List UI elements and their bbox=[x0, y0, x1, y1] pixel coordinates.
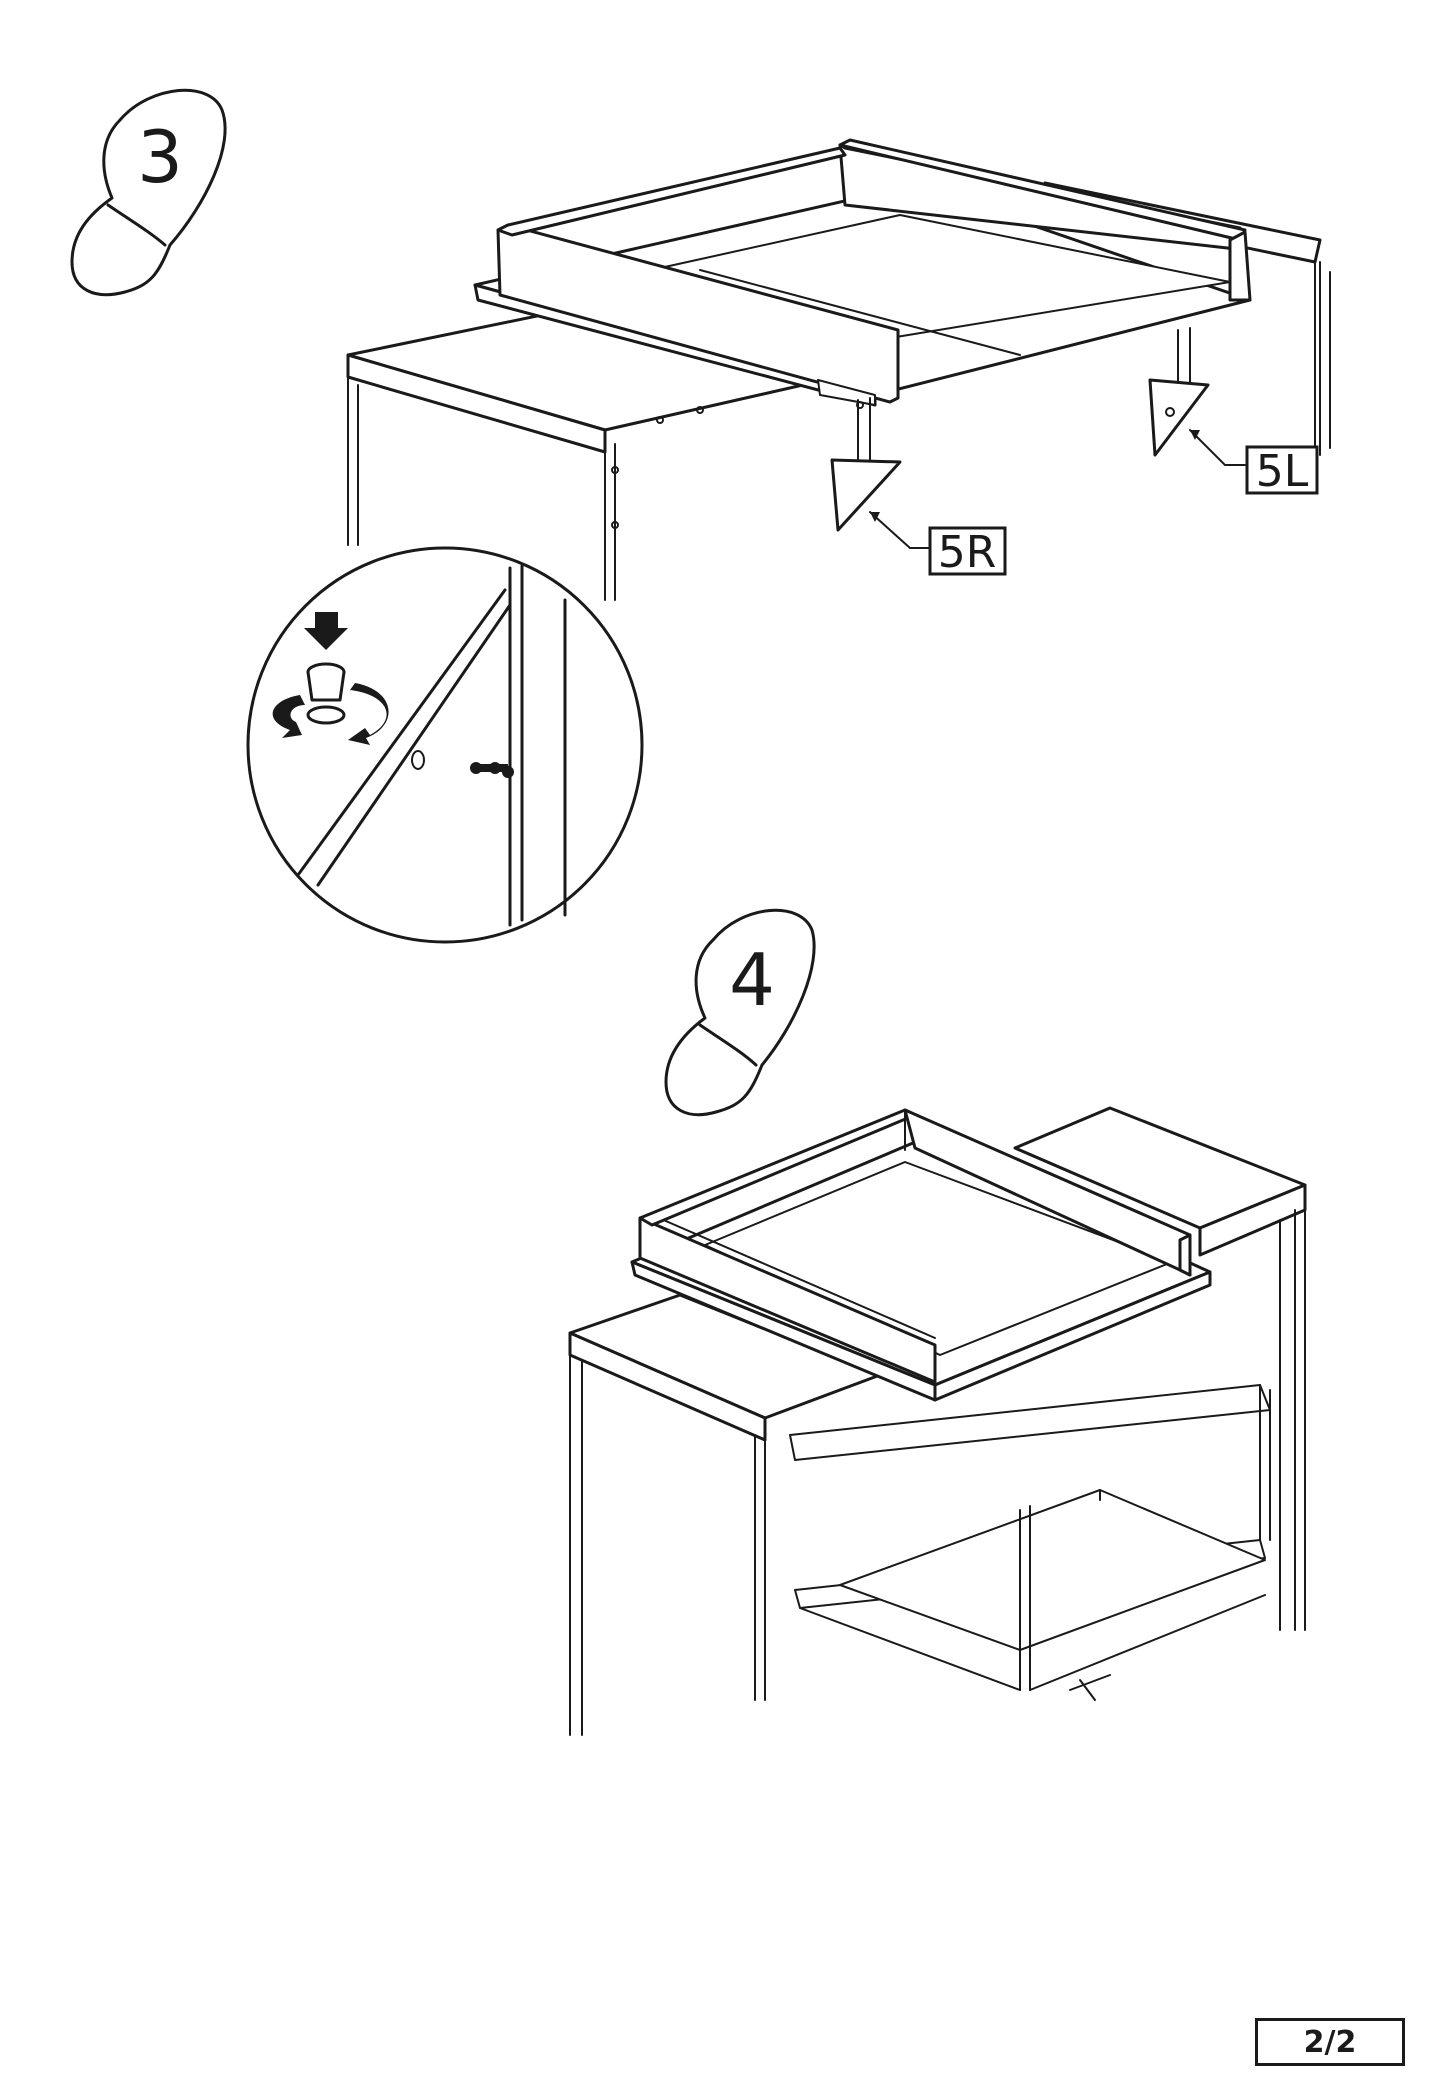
label-5r: 5R bbox=[938, 527, 997, 578]
bracket-5l bbox=[1148, 327, 1210, 457]
cam-bolt-icon bbox=[470, 762, 514, 778]
label-5r-box bbox=[928, 526, 1007, 576]
label-5l-box bbox=[1245, 445, 1319, 495]
bracket-5r bbox=[830, 397, 902, 532]
cam-lock-rotate-icon bbox=[272, 612, 389, 745]
step-4-number: 4 bbox=[729, 938, 775, 1022]
step-4-assembly bbox=[568, 1106, 1307, 1736]
step-3-footprint-icon: 3 bbox=[70, 88, 227, 297]
step-4-footprint-icon: 4 bbox=[664, 908, 816, 1117]
step-3-number: 3 bbox=[137, 115, 183, 199]
page-number: 2/2 bbox=[1255, 2018, 1405, 2066]
cam-lock-detail bbox=[246, 546, 644, 944]
step-3-assembly: 5R 5L bbox=[346, 138, 1331, 601]
label-5l: 5L bbox=[1256, 446, 1309, 497]
